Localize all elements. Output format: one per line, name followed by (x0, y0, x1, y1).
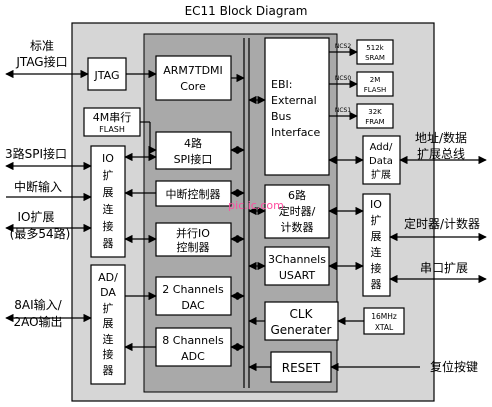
jtag-block-label: JTAG (94, 69, 120, 82)
dac-block (155, 276, 232, 316)
parallel-io-label-2: 控制器 (177, 240, 210, 254)
io-connector-left (90, 145, 126, 258)
arm-core-block (155, 55, 232, 101)
timers-label-3: 计数器 (281, 221, 314, 234)
add-data-label-1: Add/ (370, 142, 393, 153)
io-connector-right-char: 展 (371, 230, 382, 243)
timers-block (264, 184, 330, 239)
flash-4m-block (83, 107, 141, 137)
adda-connector-char: 接 (103, 348, 114, 361)
adc-label-1: 8 Channels (162, 334, 224, 347)
flash-2m-label-1: 2M (370, 76, 381, 84)
io-ext-label-2: (最多54路) (10, 226, 71, 241)
flash-4m-label-2: FLASH (99, 125, 125, 134)
spi-block-label-2: SPI接口 (174, 153, 213, 166)
parallel-io-block (155, 222, 232, 257)
flash-2m-label-2: FLASH (364, 86, 387, 94)
flash-4m-label-1: 4M串行 (93, 111, 132, 124)
arm-core-label-1: ARM7TDMI (163, 64, 223, 77)
fram-label-2: FRAM (365, 118, 384, 126)
jtag-ext-label-2: JTAG接口 (15, 54, 67, 69)
io-connector-right-char: 扩 (371, 213, 382, 227)
diagram-title: EC11 Block Diagram (185, 4, 308, 18)
clk-label-1: CLK (290, 307, 314, 321)
usart-label-1: 3Channels (268, 253, 326, 266)
addr-ext-label-1: 地址/数据 (415, 130, 467, 145)
spi-ext-label: 3路SPI接口 (5, 146, 67, 161)
io-connector-left-char: 器 (103, 237, 114, 250)
xtal-label-1: 16MHz (371, 312, 397, 321)
spi-block-label-1: 4路 (184, 137, 202, 150)
fram-label-1: 32K (368, 108, 382, 116)
add-data-label-2: Data (369, 156, 393, 167)
clk-label-2: Generater (271, 323, 332, 337)
fram-block (356, 103, 394, 129)
adda-connector-char: 器 (103, 364, 114, 377)
adc-block (155, 327, 232, 367)
io-connector-left-char: IO (102, 152, 114, 165)
parallel-io-label-1: 并行IO (176, 226, 210, 240)
io-ext-label-1: IO扩展 (18, 210, 55, 224)
reset-key-label: 复位按键 (430, 359, 478, 374)
interrupt-controller-label: 中断控制器 (166, 187, 221, 201)
io-connector-right-char: IO (370, 198, 382, 211)
adc-label-2: ADC (181, 350, 205, 363)
ncs2-label: NCS2 (335, 43, 351, 50)
add-data-label-3: 扩展 (371, 168, 391, 181)
serial-ext-label: 串口扩展 (420, 261, 468, 275)
adda-ext-label-2: 2AO输出 (13, 314, 62, 329)
ebi-block (264, 37, 330, 176)
io-connector-left-char: 展 (103, 186, 114, 199)
addr-ext-label-2: 扩展总线 (417, 147, 465, 161)
interrupt-controller-block (155, 180, 232, 207)
io-connector-right (362, 193, 391, 297)
timer-ext-label: 定时器/计数器 (404, 216, 480, 231)
adda-ext-label-1: 8AI输入/ (14, 297, 62, 312)
dac-label-1: 2 Channels (162, 283, 224, 296)
timers-label-1: 6路 (288, 189, 306, 202)
io-connector-left-text: IO 扩 展 连 接 器 (102, 152, 114, 250)
usart-label-2: USART (279, 269, 316, 282)
reset-block (270, 351, 332, 383)
io-connector-left-char: 扩 (103, 168, 114, 182)
reset-label: RESET (282, 361, 321, 375)
io-connector-right-char: 器 (371, 278, 382, 291)
arm-core-label-2: Core (180, 80, 206, 93)
adda-connector-char: AD/ (98, 271, 118, 284)
adda-connector-char: 展 (103, 317, 114, 330)
sram-label-2: SRAM (365, 54, 385, 62)
dac-label-2: DAC (181, 299, 205, 312)
ebi-label-4: Interface (271, 126, 320, 139)
watermark: pic.ic.com (228, 199, 284, 212)
ebi-label-3: Bus (271, 110, 292, 123)
flash-2m-block (356, 71, 394, 97)
io-connector-right-text: IO 扩 展 连 接 器 (370, 198, 382, 291)
xtal-block (363, 307, 405, 335)
adda-connector-char: 扩 (103, 301, 114, 315)
adda-connector (90, 264, 126, 385)
ebi-label-1: EBI: (271, 78, 292, 91)
adda-connector-char: DA (100, 286, 116, 299)
adda-connector-char: 连 (103, 333, 114, 346)
io-connector-right-char: 连 (371, 246, 382, 259)
xtal-label-2: XTAL (375, 323, 394, 332)
ebi-label-2: External (271, 94, 317, 107)
adda-connector-text: AD/ DA 扩 展 连 接 器 (98, 271, 118, 377)
ncs1-label: NCS1 (335, 107, 351, 114)
jtag-ext-label-1: 标准 (30, 39, 54, 53)
io-connector-right-char: 接 (371, 262, 382, 275)
spi-block (155, 131, 232, 170)
ncs0-label: NCS0 (335, 75, 351, 82)
interrupt-ext-label: 中断输入 (14, 179, 62, 194)
io-connector-left-char: 接 (103, 220, 114, 233)
sram-label-1: 512k (366, 44, 384, 52)
sram-block (356, 39, 394, 65)
io-connector-left-char: 连 (103, 203, 114, 216)
timers-label-2: 定时器/ (279, 204, 316, 218)
